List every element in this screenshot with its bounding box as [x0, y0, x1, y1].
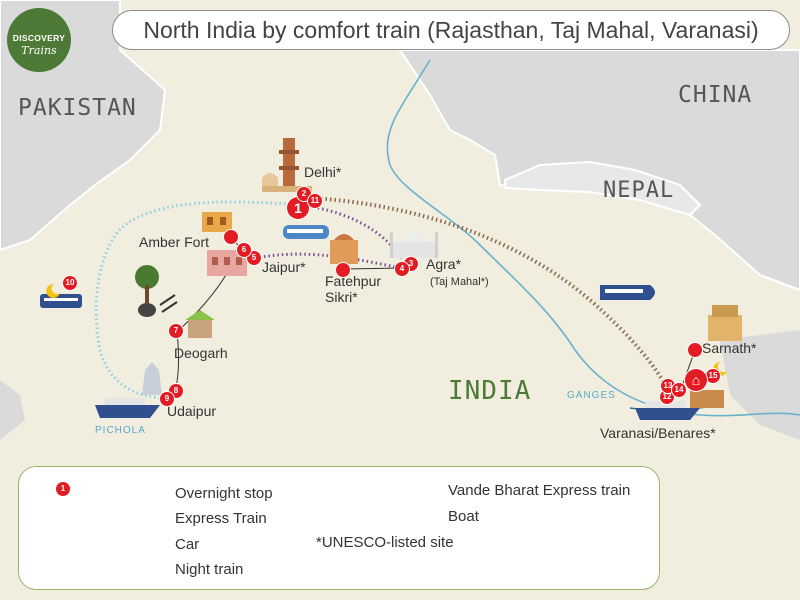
legend-overnight: Overnight stop	[175, 485, 273, 502]
night-train-icon	[40, 283, 82, 308]
stop-marker: 7	[169, 324, 183, 338]
label-fatehpur: Fatehpur	[325, 273, 382, 289]
fatehpur-point	[336, 263, 350, 277]
label-sikri: Sikri*	[325, 289, 358, 305]
east-region	[720, 330, 800, 440]
stop-marker: 12	[660, 390, 674, 404]
stop-marker: 1	[287, 197, 309, 219]
train-track-icon	[159, 294, 178, 313]
amber-point	[224, 230, 238, 244]
fatehpur-sikri-icon	[330, 234, 358, 264]
logo-sub: Trains	[21, 44, 57, 57]
label-delhi: Delhi*	[304, 164, 342, 180]
legend-vande: Vande Bharat Express train	[448, 482, 631, 499]
sarnath-stupa-icon	[708, 305, 742, 341]
express-train-icon	[283, 225, 329, 239]
legend-car: Car	[175, 536, 200, 553]
stop-marker: 15	[706, 369, 720, 383]
stop-marker: 5	[247, 251, 261, 265]
elephant-icon	[138, 303, 156, 317]
stop-marker: 13	[661, 379, 675, 393]
label-nepal: NEPAL	[603, 178, 675, 203]
vande-bharat-route	[311, 196, 670, 391]
label-ganges: GANGES	[567, 390, 616, 401]
logo-brand: DISCOVERY	[12, 33, 66, 43]
night-train-route	[94, 200, 291, 400]
vande-bharat-train-icon	[600, 285, 655, 300]
legend-night: Night train	[175, 561, 244, 578]
deogarh-market-icon	[185, 310, 215, 338]
page-title: North India by comfort train (Rajasthan,…	[112, 10, 790, 50]
nepal-region	[504, 160, 702, 217]
river-ganges	[386, 59, 800, 417]
delhi-qutub-minar-icon	[262, 138, 312, 192]
stop-marker: 11	[308, 194, 322, 208]
amber-fort-icon	[202, 212, 232, 232]
label-amber-fort: Amber Fort	[139, 234, 210, 250]
boat-icon-pichola	[95, 398, 160, 418]
boat-icon-varanasi	[635, 401, 700, 420]
west-sea	[0, 380, 25, 440]
label-udaipur: Udaipur	[167, 403, 217, 419]
taj-mahal-icon	[390, 232, 438, 258]
home-marker-icon: ⌂	[685, 369, 707, 391]
label-sarnath: Sarnath*	[702, 340, 757, 356]
label-deogarh: Deogarh	[174, 345, 228, 361]
stop-marker: 6	[237, 243, 251, 257]
label-agra: Agra*	[426, 256, 462, 272]
sarnath-point	[688, 343, 702, 357]
express-route-jaipur-agra	[254, 252, 401, 270]
label-taj-mahal: (Taj Mahal*)	[430, 276, 489, 288]
legend-express: Express Train	[175, 510, 267, 527]
car-route-fatehpur	[342, 267, 401, 270]
stop-marker: 4	[395, 262, 409, 276]
label-jaipur: Jaipur*	[262, 259, 306, 275]
legend-boat: Boat	[448, 508, 479, 525]
stop-marker: 10	[63, 276, 77, 290]
car-route-deogarh-udaipur	[174, 331, 179, 393]
stop-marker: 14	[672, 383, 686, 397]
stop-marker: 9	[160, 392, 174, 406]
discovery-trains-logo: DISCOVERY Trains	[7, 8, 71, 72]
tree-icon	[135, 265, 159, 303]
legend	[18, 466, 660, 590]
label-china: CHINA	[678, 82, 753, 108]
legend-stop-marker: 1	[56, 482, 70, 496]
legend-unesco: *UNESCO-listed site	[316, 534, 454, 551]
label-pakistan: PAKISTAN	[18, 95, 137, 121]
udaipur-temple-icon	[142, 362, 162, 395]
label-india: INDIA	[448, 376, 532, 406]
label-varanasi: Varanasi/Benares*	[600, 425, 716, 441]
varanasi-ghat-icon	[690, 390, 724, 408]
label-pichola: PICHOLA	[95, 425, 146, 436]
stop-marker: 2	[297, 187, 311, 201]
